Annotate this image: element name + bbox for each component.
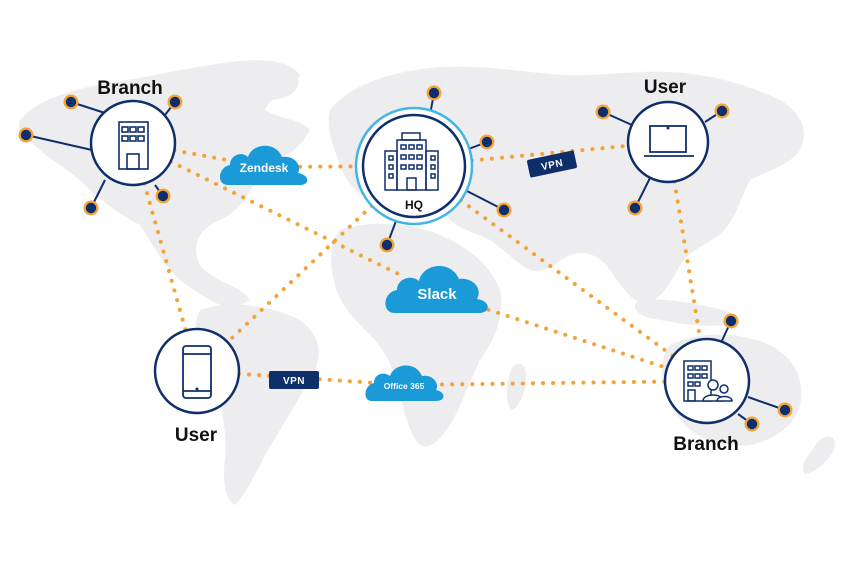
vpn-badge-label: VPN [540,158,564,173]
cloud-label: Zendesk [240,161,289,175]
node-branch-se[interactable]: Branch [663,337,751,455]
map-japan [728,148,753,200]
cloud-icon [219,145,308,185]
node-user-sw[interactable]: User [153,327,241,446]
cloud-office365[interactable]: Office 365 [365,365,444,401]
node-circle [89,99,177,187]
link-user_sw-office365 [236,371,373,385]
cloud-label: Office 365 [384,381,425,391]
link-office365-branch_se [439,379,668,387]
endpoint-dot-core [65,96,77,108]
spoke-line [25,134,93,151]
laptop-icon [644,125,694,157]
node-branch-nw[interactable]: Branch [89,78,177,187]
map-madagascar [506,363,527,410]
cloud-icon [385,266,488,313]
map-new-zealand [803,436,836,474]
cloud-label: Slack [417,286,457,303]
connection-links [142,143,703,387]
node-label: User [175,425,218,446]
link-user_ne-branch_se [672,179,703,342]
map-north-america [19,60,310,310]
headquarters-building-icon [384,132,439,191]
node-circle [626,100,710,184]
vpn-badge-bg [527,150,577,178]
node-label: Branch [97,78,162,99]
node-label: HQ [405,198,423,212]
endpoint-dot-core [746,418,758,430]
vpn-badge-user-office: VPN [269,371,319,389]
vpn-badge-hq-user: VPN [527,150,577,178]
endpoint-dot-core [169,96,181,108]
link-hq-user_sw [225,203,374,345]
endpoint-dot-core [725,315,737,327]
map-africa [331,223,502,447]
link-hq-user_ne [469,143,631,163]
endpoint-dot-core [779,404,791,416]
node-label: Branch [673,434,738,455]
map-indonesia [634,299,734,326]
link-branch_nw-zendesk [172,148,235,163]
link-slack-branch_se [476,304,670,370]
cloud-slack[interactable]: Slack [385,266,488,313]
link-hq-branch_se [458,198,676,359]
node-circle [153,327,241,415]
building-with-people-icon [683,360,733,402]
map-greenland [198,65,299,101]
vpn-badge-bg [269,371,319,389]
endpoint-dot-core [381,239,393,251]
node-hq[interactable]: HQ [354,106,474,226]
endpoint-dot-core [157,190,169,202]
smartphone-icon [182,345,212,399]
endpoint-dot-core [85,202,97,214]
cloud-icon [365,365,444,401]
node-label: User [644,77,687,98]
cloud-zendesk[interactable]: Zendesk [219,145,308,185]
endpoint-dot-core [716,105,728,117]
endpoint-dot-core [428,87,440,99]
endpoint-dot-core [481,136,493,148]
endpoint-dots [18,85,793,432]
endpoint-dot-core [629,202,641,214]
endpoint-dot-core [498,204,510,216]
office-building-icon [118,121,149,170]
endpoint-dot-core [597,106,609,118]
link-branch_nw-slack [168,159,400,276]
node-circle [663,337,751,425]
endpoint-dot-core [20,129,32,141]
vpn-badge-label: VPN [283,376,305,387]
node-user-ne[interactable]: User [626,77,710,184]
